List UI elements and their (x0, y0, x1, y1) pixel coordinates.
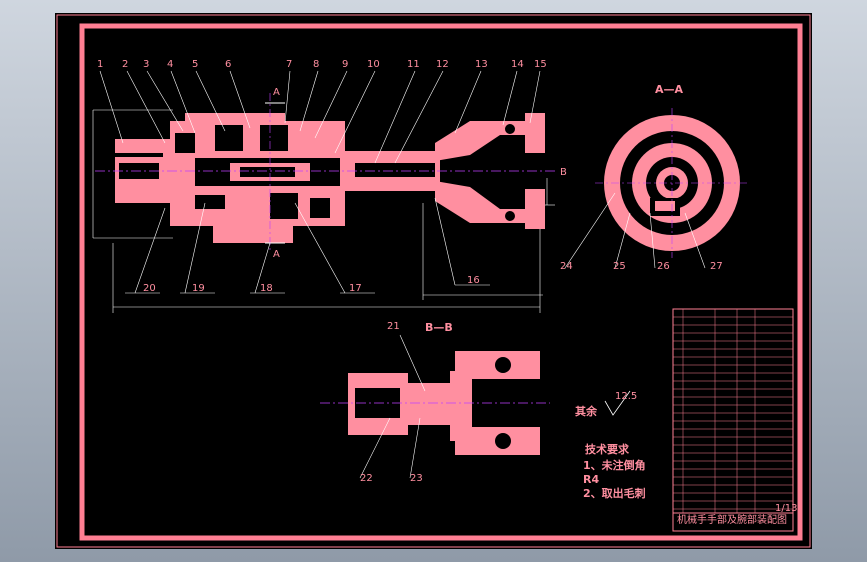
view-title-bb: B—B (425, 321, 453, 334)
label-part-6: 6 (225, 59, 231, 70)
label-part-15: 15 (534, 59, 547, 70)
tech-req-title: 技术要求 (585, 442, 630, 456)
tech-req-line3: 2、取出毛刺 (583, 486, 646, 500)
section-mark-a-top: A (273, 87, 280, 98)
drawing-canvas: 1 2 3 4 5 6 7 8 9 10 11 12 13 14 15 20 1… (55, 13, 812, 549)
title-block-title: 机械手手部及腕部装配图 (677, 513, 787, 526)
label-part-10: 10 (367, 59, 380, 70)
label-part-8: 8 (313, 59, 319, 70)
label-part-14: 14 (511, 59, 524, 70)
label-part-19: 19 (192, 283, 205, 294)
label-part-24: 24 (560, 261, 573, 272)
label-part-12: 12 (436, 59, 449, 70)
label-part-11: 11 (407, 59, 420, 70)
assembly-drawing: 1 2 3 4 5 6 7 8 9 10 11 12 13 14 15 20 1… (56, 14, 811, 548)
view-title-aa: A—A (655, 83, 684, 96)
label-part-1: 1 (97, 59, 103, 70)
label-part-4: 4 (167, 59, 173, 70)
roughness-value: 12.5 (615, 391, 637, 402)
label-part-23: 23 (410, 473, 423, 484)
label-part-26: 26 (657, 261, 670, 272)
tech-req-line2: R4 (583, 473, 599, 486)
roughness-label: 其余 (575, 404, 598, 418)
main-view: 1 2 3 4 5 6 7 8 9 10 11 12 13 14 15 20 1… (92, 59, 567, 313)
label-part-17: 17 (349, 283, 362, 294)
notes: 其余 12.5 技术要求 1、未注倒角 R4 2、取出毛刺 (575, 390, 646, 500)
inner-frame (79, 23, 803, 541)
label-part-3: 3 (143, 59, 149, 70)
section-mark-a-bottom: A (273, 249, 280, 260)
label-part-22: 22 (360, 473, 373, 484)
label-part-7: 7 (286, 59, 292, 70)
label-part-27: 27 (710, 261, 723, 272)
label-part-21: 21 (387, 321, 400, 332)
label-part-25: 25 (613, 261, 626, 272)
outer-frame (56, 14, 811, 548)
label-part-5: 5 (192, 59, 198, 70)
roughness-symbol (604, 390, 631, 416)
section-view-aa: A—A 24 25 26 27 (560, 83, 750, 272)
label-part-16: 16 (467, 275, 480, 286)
label-part-9: 9 (342, 59, 348, 70)
section-view-bb: B—B 21 22 23 (320, 321, 550, 484)
section-mark-b: B (560, 167, 567, 178)
label-part-13: 13 (475, 59, 488, 70)
tech-req-line1: 1、未注倒角 (583, 458, 646, 472)
parts-list-table: 机械手手部及腕部装配图 1/13 (672, 308, 797, 532)
label-part-18: 18 (260, 283, 273, 294)
label-part-2: 2 (122, 59, 128, 70)
label-part-20: 20 (143, 283, 156, 294)
title-block-sheet: 1/13 (775, 503, 797, 514)
